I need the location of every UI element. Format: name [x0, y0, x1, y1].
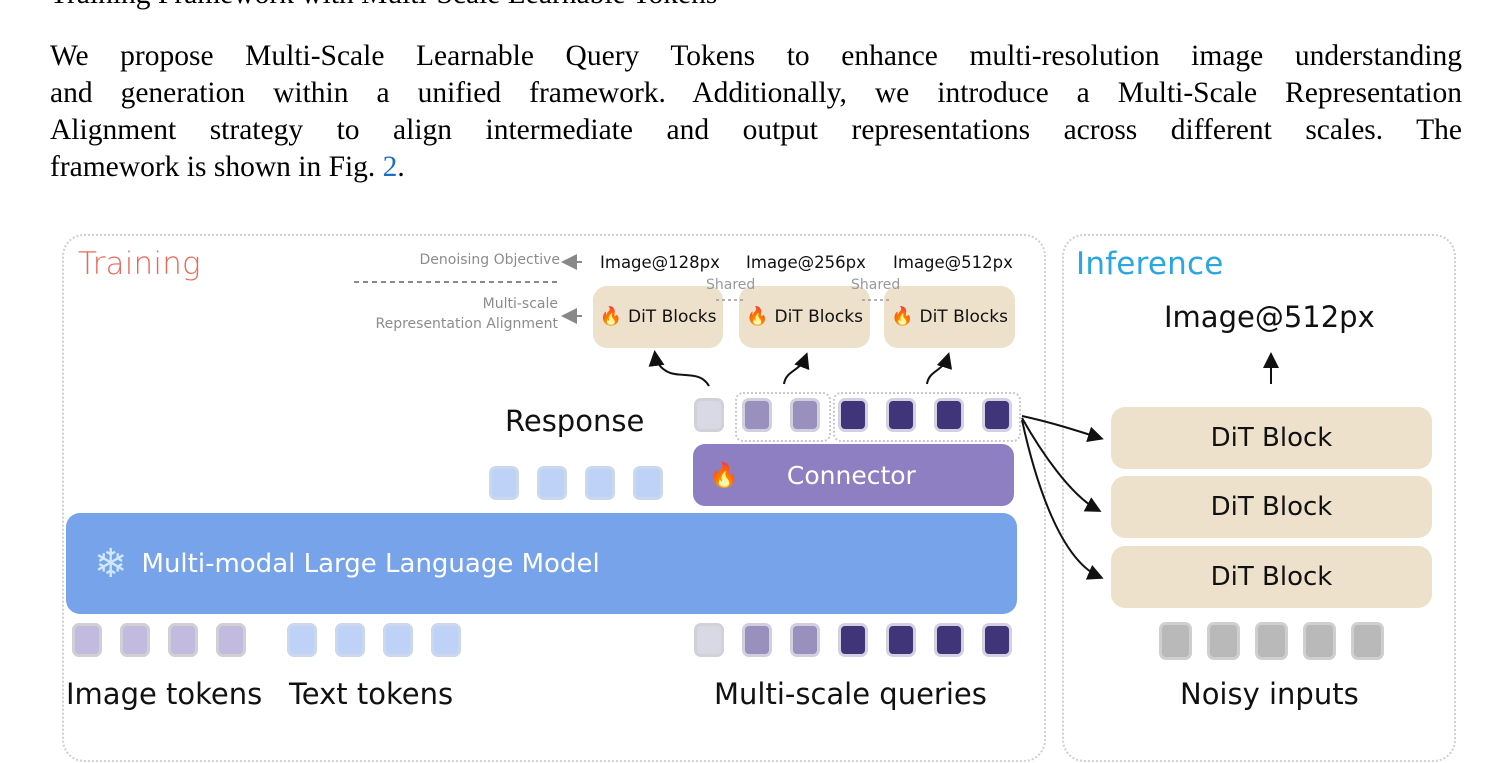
- image-token: [168, 623, 198, 657]
- snowflake-icon: ❄: [94, 540, 128, 587]
- dit-blocks-label: DiT Blocks: [919, 307, 1008, 327]
- query-token: [886, 623, 916, 657]
- output-label-256: Image@256px: [746, 253, 866, 272]
- mllm-block: ❄ Multi-modal Large Language Model: [66, 513, 1017, 614]
- connector-label: Connector: [786, 460, 916, 490]
- text-output-token: [537, 466, 567, 500]
- query-token: [694, 623, 724, 657]
- cut-off-heading: Training Framework with Multi-Scale Lear…: [50, 0, 717, 11]
- response-token: [694, 398, 724, 432]
- image-token: [120, 623, 150, 657]
- dit-blocks-128: 🔥 DiT Blocks: [593, 286, 723, 348]
- response-token: [886, 398, 916, 432]
- multiscale-queries-label: Multi-scale queries: [714, 677, 987, 711]
- text-output-token: [489, 466, 519, 500]
- text-token: [431, 623, 461, 657]
- text-token: [383, 623, 413, 657]
- scale-group-256: [735, 392, 831, 442]
- shared-label-2: Shared: [851, 277, 901, 293]
- query-token: [790, 623, 820, 657]
- noisy-token: [1351, 622, 1384, 660]
- dit-block-label: DiT Block: [1210, 562, 1333, 592]
- connector-block: 🔥 Connector: [693, 444, 1014, 506]
- inference-dit-block-1: DiT Block: [1111, 407, 1432, 469]
- query-token: [838, 623, 868, 657]
- output-label-512: Image@512px: [893, 253, 1013, 272]
- query-token: [742, 623, 772, 657]
- alignment-label-line1: Multi-scale: [482, 296, 558, 312]
- query-token: [982, 623, 1012, 657]
- fire-icon: 🔥: [709, 461, 739, 489]
- shared-label-1: Shared: [706, 277, 756, 293]
- fire-icon: 🔥: [599, 306, 622, 327]
- scale-group-512: [833, 392, 1021, 442]
- image-tokens-label: Image tokens: [66, 677, 263, 711]
- dit-blocks-512: 🔥 DiT Blocks: [884, 286, 1015, 348]
- fire-icon: 🔥: [746, 306, 769, 327]
- output-label-128: Image@128px: [600, 253, 720, 272]
- image-token: [216, 623, 246, 657]
- paragraph-line: framework is shown in Fig. 2.: [50, 149, 1462, 186]
- paragraph-text: .: [397, 151, 405, 183]
- image-token: [72, 623, 102, 657]
- text-output-token: [633, 466, 663, 500]
- response-token: [790, 398, 820, 432]
- fire-icon: 🔥: [891, 306, 914, 327]
- paragraph-text: framework is shown in Fig.: [50, 151, 383, 183]
- body-paragraph: We propose Multi-Scale Learnable Query T…: [50, 38, 1462, 186]
- text-output-token: [585, 466, 615, 500]
- dit-block-label: DiT Block: [1210, 492, 1333, 522]
- denoising-objective-label: Denoising Objective: [419, 252, 561, 268]
- inference-dit-block-2: DiT Block: [1111, 476, 1432, 538]
- dit-blocks-label: DiT Blocks: [774, 307, 863, 327]
- noisy-token: [1303, 622, 1336, 660]
- text-token: [335, 623, 365, 657]
- dit-block-label: DiT Block: [1210, 423, 1333, 453]
- inference-title: Inference: [1076, 246, 1224, 282]
- inference-output-label: Image@512px: [1164, 300, 1375, 334]
- noisy-token: [1159, 622, 1192, 660]
- dit-blocks-256: 🔥 DiT Blocks: [739, 286, 870, 348]
- text-tokens-label: Text tokens: [289, 677, 454, 711]
- noisy-inputs-label: Noisy inputs: [1180, 677, 1359, 711]
- dit-blocks-label: DiT Blocks: [627, 307, 717, 327]
- response-token: [838, 398, 868, 432]
- response-token: [934, 398, 964, 432]
- alignment-label-line2: Representation Alignment: [375, 316, 558, 332]
- text-token: [287, 623, 317, 657]
- response-token: [742, 398, 772, 432]
- figure-reference-link[interactable]: 2: [382, 151, 398, 183]
- noisy-token: [1255, 622, 1288, 660]
- training-title: Training: [78, 246, 201, 282]
- paragraph-line: We propose Multi-Scale Learnable Query T…: [50, 40, 1462, 72]
- mllm-label: Multi-modal Large Language Model: [141, 548, 600, 579]
- noisy-token: [1207, 622, 1240, 660]
- inference-dit-block-3: DiT Block: [1111, 546, 1432, 608]
- response-token: [982, 398, 1012, 432]
- paragraph-line: and generation within a unified framewor…: [50, 77, 1462, 109]
- query-token: [934, 623, 964, 657]
- paragraph-line: Alignment strategy to align intermediate…: [50, 114, 1462, 146]
- response-label: Response: [505, 404, 645, 438]
